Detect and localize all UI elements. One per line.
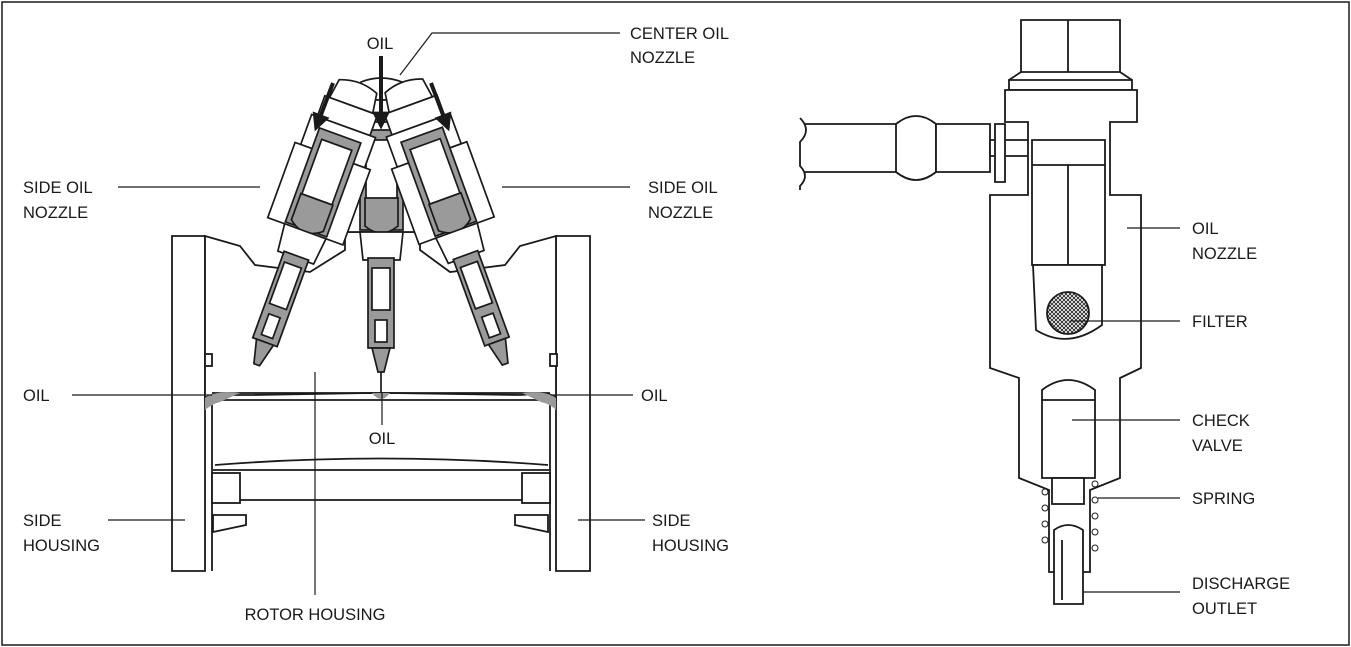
side-housing-right-shape <box>555 235 591 572</box>
label-center-oil-nozzle-2: NOZZLE <box>630 49 695 67</box>
label-side-oil-nozzle-left-1: SIDE OIL <box>23 179 93 197</box>
oil-film-center <box>372 393 390 399</box>
label-side-housing-right-2: HOUSING <box>652 537 729 555</box>
side-oil-nozzle-left-shape <box>251 78 379 367</box>
label-spring: SPRING <box>1192 490 1255 508</box>
label-center-oil-nozzle-1: CENTER OIL <box>630 25 729 43</box>
label-oil-left: OIL <box>23 387 50 405</box>
left-labels: OIL CENTER OIL NOZZLE SIDE OIL NOZZLE SI… <box>23 25 729 624</box>
left-leader-lines <box>72 32 645 595</box>
label-discharge-outlet-2: OUTLET <box>1192 600 1257 618</box>
right-labels: OIL NOZZLE FILTER CHECK VALVE SPRING DIS… <box>1192 220 1290 618</box>
side-housing-left-shape <box>171 235 206 572</box>
label-rotor-housing: ROTOR HOUSING <box>245 606 386 624</box>
label-side-oil-nozzle-right-1: SIDE OIL <box>648 179 718 197</box>
label-check-valve-1: CHECK <box>1192 412 1250 430</box>
label-oil-top: OIL <box>367 35 394 53</box>
oil-film-left <box>205 392 240 410</box>
oil-flow-arrows <box>312 56 452 132</box>
label-oil-nozzle-1: OIL <box>1192 220 1219 238</box>
label-side-housing-left-2: HOUSING <box>23 537 100 555</box>
right-leader-lines <box>1070 227 1180 593</box>
label-filter: FILTER <box>1192 313 1248 331</box>
oil-film-right <box>522 392 556 410</box>
label-side-housing-right-1: SIDE <box>652 512 691 530</box>
side-oil-nozzle-right-shape <box>383 78 511 367</box>
oil-arrow-left <box>312 82 335 132</box>
label-check-valve-2: VALVE <box>1192 437 1243 455</box>
label-side-oil-nozzle-right-2: NOZZLE <box>648 204 713 222</box>
filter-mesh <box>1046 291 1090 335</box>
label-oil-nozzle-2: NOZZLE <box>1192 245 1257 263</box>
label-side-housing-left-1: SIDE <box>23 512 62 530</box>
label-oil-center: OIL <box>369 430 396 448</box>
label-discharge-outlet-1: DISCHARGE <box>1192 575 1290 593</box>
oil-nozzle-detail <box>799 19 1142 605</box>
label-side-oil-nozzle-left-2: NOZZLE <box>23 204 88 222</box>
label-oil-right: OIL <box>641 387 668 405</box>
oil-arrow-right <box>429 82 452 132</box>
